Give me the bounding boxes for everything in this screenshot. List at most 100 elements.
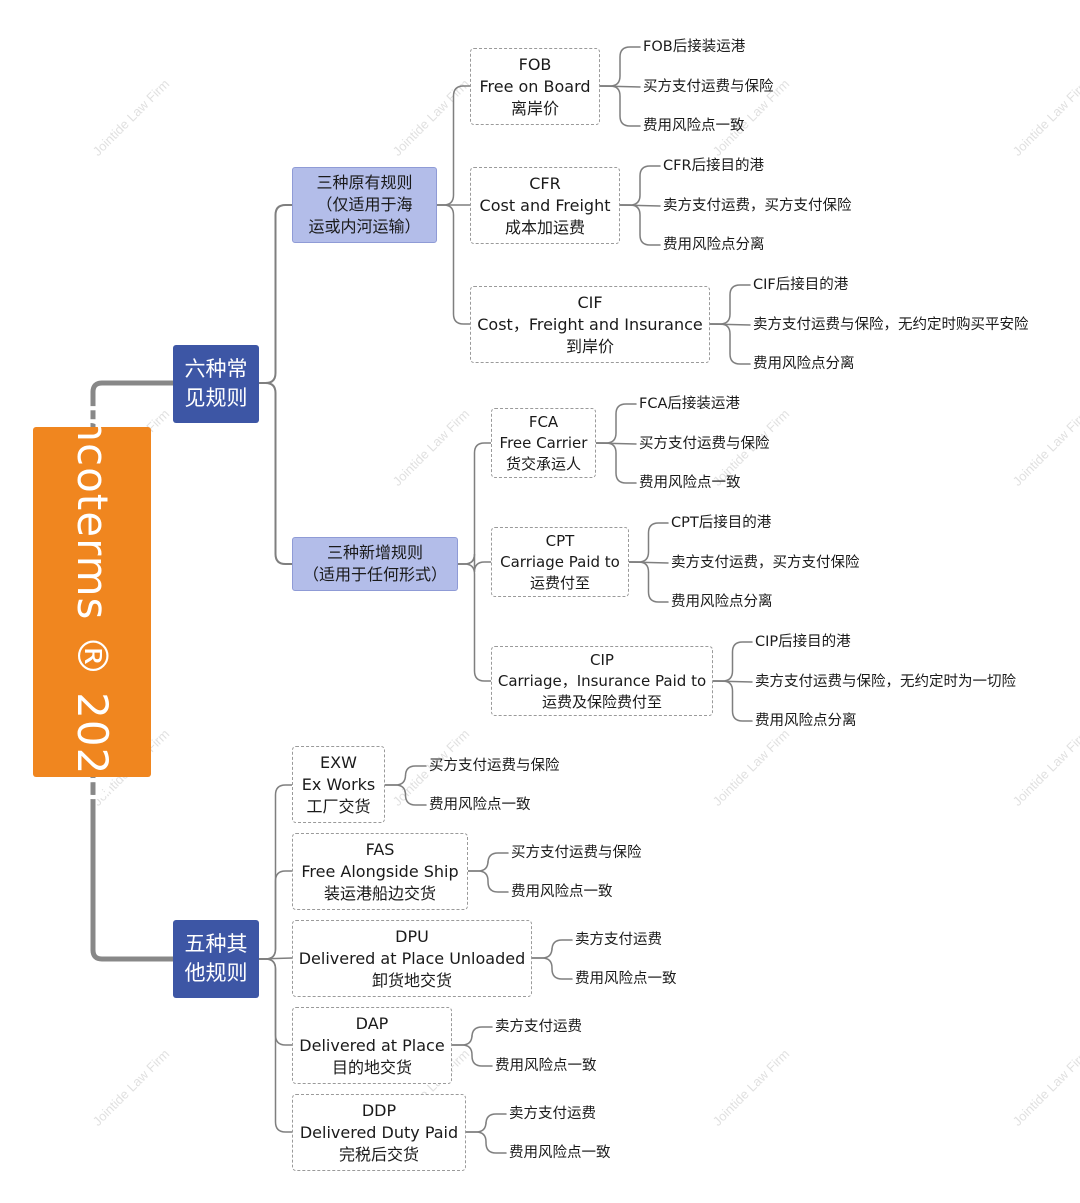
connector-note-7-0	[467, 852, 509, 872]
connector-root-five	[90, 774, 176, 962]
term-dpu[interactable]: DPU Delivered at Place Unloaded 卸货地交货	[292, 920, 532, 997]
note-dpu-1: 卖方支付运费	[575, 932, 662, 948]
note-cpt-2: 卖方支付运费，买方支付保险	[671, 555, 860, 571]
term-english: Delivered at Place Unloaded	[298, 948, 526, 968]
subgroup-sea-rules[interactable]: 三种原有规则 （仅适用于海 运或内河运输）	[292, 167, 437, 243]
term-exw[interactable]: EXW Ex Works 工厂交货	[292, 746, 385, 823]
term-code: CIP	[590, 650, 614, 669]
subgroup-sea-line3: 运或内河运输）	[308, 217, 421, 236]
connector-note-2-2	[709, 323, 751, 365]
term-chinese: 目的地交货	[331, 1057, 412, 1077]
term-english: Free Carrier	[499, 433, 588, 452]
note-cfr-1: CFR后接目的港	[663, 158, 765, 174]
term-code: EXW	[320, 752, 357, 772]
connector-note-4-2	[628, 561, 669, 603]
term-english: Free Alongside Ship	[301, 861, 459, 881]
note-cif-2: 卖方支付运费与保险，无约定时购买平安险	[753, 317, 1029, 333]
note-fob-3: 费用风险点一致	[643, 118, 745, 134]
term-english: Carriage，Insurance Paid to	[497, 671, 707, 690]
term-code: FOB	[518, 54, 552, 74]
subgroup-any-mode-rules[interactable]: 三种新增规则 （适用于任何形式）	[292, 537, 458, 591]
term-fca[interactable]: FCA Free Carrier 货交承运人	[491, 408, 596, 478]
term-chinese: 运费付至	[529, 573, 590, 592]
note-fob-2: 买方支付运费与保险	[643, 79, 774, 95]
note-fca-2: 买方支付运费与保险	[639, 436, 770, 452]
connector-note-0-0	[599, 46, 641, 87]
note-cfr-2: 卖方支付运费，买方支付保险	[663, 198, 852, 214]
note-cpt-1: CPT后接目的港	[671, 515, 772, 531]
term-chinese: 工厂交货	[306, 796, 371, 816]
connector-note-10-1	[465, 1131, 507, 1154]
note-cfr-3: 费用风险点分离	[663, 237, 765, 253]
connector-any-fca	[457, 442, 492, 565]
connector-note-1-0	[619, 165, 661, 206]
term-chinese: 完税后交货	[338, 1144, 419, 1164]
term-cpt[interactable]: CPT Carriage Paid to 运费付至	[491, 527, 629, 597]
connector-note-8-1	[531, 957, 573, 980]
note-cpt-3: 费用风险点分离	[671, 594, 773, 610]
term-english: Ex Works	[301, 774, 376, 794]
connector-five-term-1	[258, 870, 293, 960]
connector-note-2-0	[709, 284, 751, 325]
note-dpu-2: 费用风险点一致	[575, 971, 677, 987]
term-code: CPT	[545, 531, 575, 550]
subgroup-any-line2: （适用于任何形式）	[302, 565, 447, 584]
group-six-line1: 六种常	[184, 357, 248, 381]
term-code: DDP	[361, 1100, 397, 1120]
group-five-other-rules[interactable]: 五种其 他规则	[173, 920, 259, 998]
subgroup-sea-line1: 三种原有规则	[316, 173, 413, 192]
term-english: Delivered Duty Paid	[299, 1122, 459, 1142]
connector-note-0-2	[599, 85, 641, 127]
subgroup-any-line1: 三种新增规则	[326, 543, 423, 562]
term-code: DAP	[355, 1013, 389, 1033]
note-fca-3: 费用风险点一致	[639, 475, 741, 491]
connector-note-6-1	[384, 784, 427, 806]
connector-note-9-1	[451, 1044, 493, 1067]
connector-note-6-0	[384, 765, 427, 786]
term-english: Cost，Freight and Insurance	[477, 314, 703, 334]
term-chinese: 离岸价	[510, 98, 559, 118]
connector-note-9-0	[451, 1026, 493, 1046]
term-fas[interactable]: FAS Free Alongside Ship 装运港船边交货	[292, 833, 468, 910]
connector-note-1-2	[619, 204, 661, 246]
connector-note-8-0	[531, 939, 573, 959]
connector-note-7-1	[467, 870, 509, 893]
term-chinese: 成本加运费	[504, 217, 585, 237]
connector-any-cip	[457, 563, 492, 682]
connector-note-4-0	[628, 522, 669, 563]
note-fob-1: FOB后接装运港	[643, 39, 746, 55]
note-cip-2: 卖方支付运费与保险，无约定时为一切险	[755, 674, 1016, 690]
term-english: Carriage Paid to	[500, 552, 620, 571]
connector-six-sea	[258, 204, 293, 384]
term-fob[interactable]: FOB Free on Board 离岸价	[470, 48, 600, 125]
connector-note-3-2	[595, 442, 637, 484]
connector-sea-cif	[436, 204, 471, 325]
term-english: Delivered at Place	[299, 1035, 445, 1055]
term-cip[interactable]: CIP Carriage，Insurance Paid to 运费及保险费付至	[491, 646, 713, 716]
term-ddp[interactable]: DDP Delivered Duty Paid 完税后交货	[292, 1094, 466, 1171]
root-node[interactable]: Incoterms ® 2020	[33, 401, 151, 803]
note-dap-1: 卖方支付运费	[495, 1019, 582, 1035]
term-code: FCA	[528, 412, 559, 431]
connector-root-six	[90, 380, 176, 430]
term-cif[interactable]: CIF Cost，Freight and Insurance 到岸价	[470, 286, 710, 363]
term-chinese: 装运港船边交货	[323, 883, 436, 903]
connector-note-5-0	[712, 641, 753, 682]
term-code: FAS	[365, 839, 395, 859]
group-five-line2: 他规则	[184, 961, 248, 985]
connector-note-5-2	[712, 680, 753, 722]
group-six-common-rules[interactable]: 六种常 见规则	[173, 345, 259, 423]
term-cfr[interactable]: CFR Cost and Freight 成本加运费	[470, 167, 620, 244]
connector-six-any	[258, 382, 293, 565]
term-chinese: 卸货地交货	[371, 970, 452, 990]
term-chinese: 货交承运人	[505, 454, 581, 473]
note-fas-2: 费用风险点一致	[511, 884, 613, 900]
term-dap[interactable]: DAP Delivered at Place 目的地交货	[292, 1007, 452, 1084]
note-cif-3: 费用风险点分离	[753, 356, 855, 372]
term-english: Free on Board	[479, 76, 591, 96]
connector-any-cpt	[457, 553, 492, 573]
connector-sea-fob	[436, 85, 471, 206]
term-english: Cost and Freight	[479, 195, 611, 215]
note-cip-3: 费用风险点分离	[755, 713, 857, 729]
